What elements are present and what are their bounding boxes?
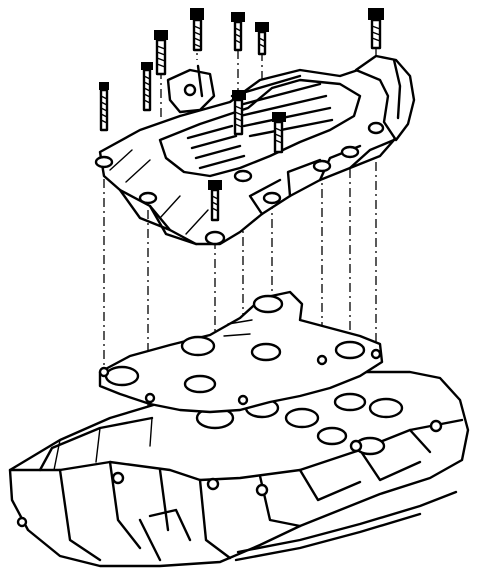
boss — [367, 121, 385, 135]
boss — [262, 191, 282, 205]
head-ridge — [38, 416, 154, 472]
gasket-bolt-hole — [237, 394, 249, 406]
runner — [118, 188, 172, 232]
boss — [94, 155, 114, 169]
boss — [312, 159, 332, 173]
gasket-bolt-hole — [370, 348, 382, 360]
boss — [204, 230, 226, 246]
fuel-rail-edge — [234, 512, 422, 562]
bolt-hole — [111, 471, 125, 485]
gasket-port — [250, 342, 282, 362]
head-shading — [53, 417, 153, 471]
gasket-port — [252, 294, 284, 314]
boss — [233, 169, 253, 183]
head-rib — [358, 448, 422, 482]
stud-bolt — [154, 30, 168, 76]
port — [368, 397, 404, 419]
manifold-shading — [109, 149, 209, 235]
gasket-port — [180, 335, 216, 357]
bolt — [368, 8, 384, 50]
runner — [248, 178, 282, 216]
bracket-hole — [183, 83, 197, 97]
bolt — [190, 8, 204, 52]
boss — [138, 191, 158, 205]
head-deck-edge — [8, 418, 464, 482]
bolt-hole — [255, 483, 269, 497]
bolt-hole — [429, 419, 443, 433]
bracket-edge — [148, 508, 192, 542]
fasteners — [99, 8, 384, 222]
bolt — [255, 22, 269, 56]
intake-gasket — [98, 290, 384, 414]
throttle-body-flange — [354, 54, 416, 142]
runner — [286, 158, 322, 198]
bolt — [141, 62, 153, 112]
bolt — [232, 90, 246, 136]
bracket-edge — [196, 64, 204, 98]
gasket-port — [183, 374, 217, 394]
head-bolt-holes — [16, 419, 443, 528]
runner — [148, 204, 198, 246]
bolt-hole — [349, 439, 363, 453]
bolt-hole — [206, 477, 220, 491]
head-rib — [158, 468, 170, 532]
head-rib — [108, 460, 142, 550]
boss — [340, 145, 360, 159]
bolt — [208, 180, 222, 222]
gasket-bolt-hole — [316, 354, 328, 366]
head-rib — [198, 478, 232, 560]
manifold-bosses — [94, 121, 385, 246]
bolt — [231, 12, 245, 52]
head-rib — [298, 468, 362, 502]
plenum-top — [158, 78, 362, 178]
gasket-detail — [223, 319, 253, 337]
gasket-port — [104, 365, 140, 387]
gasket-bolt-hole — [98, 366, 110, 378]
port — [333, 392, 367, 412]
head-front-edge — [58, 468, 102, 562]
port — [316, 426, 348, 446]
flange-edge — [392, 58, 402, 120]
bolt-hole — [16, 516, 28, 528]
gasket-port — [334, 340, 366, 360]
runner — [348, 138, 396, 170]
gasket-bolt-hole — [144, 392, 156, 404]
bolt — [99, 82, 109, 132]
head-rib — [408, 428, 432, 454]
fuel-rail — [236, 490, 458, 554]
port — [284, 407, 320, 429]
intake-manifold — [94, 54, 416, 246]
bolt — [272, 112, 286, 154]
bracket-edge — [138, 518, 162, 562]
